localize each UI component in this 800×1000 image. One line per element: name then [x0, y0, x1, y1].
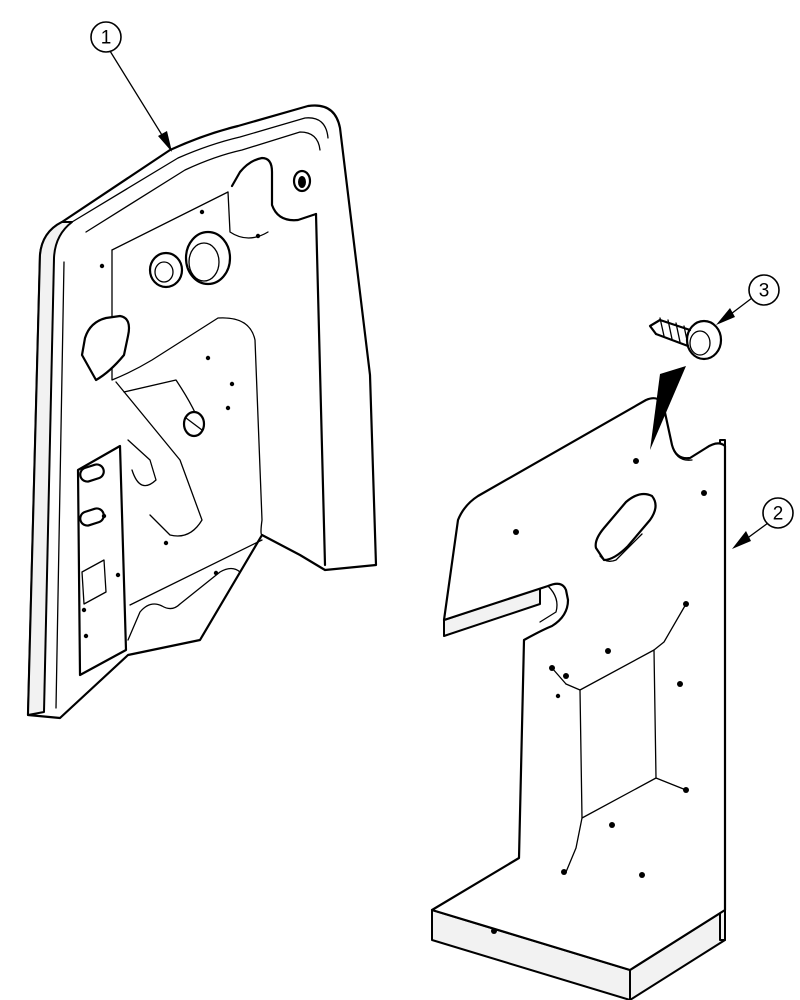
- callout-3: 3: [716, 274, 780, 325]
- part-1-molded-panel: [26, 104, 378, 720]
- part-2-mounting-plate: [430, 397, 727, 1000]
- insertion-arrow: [650, 366, 686, 450]
- callout-1: 1: [90, 21, 172, 152]
- callout-2: 2: [732, 497, 794, 549]
- callout-3-label: 3: [759, 281, 770, 302]
- callout-1-label: 1: [101, 28, 112, 49]
- callout-2-label: 2: [773, 504, 784, 525]
- part-3-screw: [648, 317, 723, 361]
